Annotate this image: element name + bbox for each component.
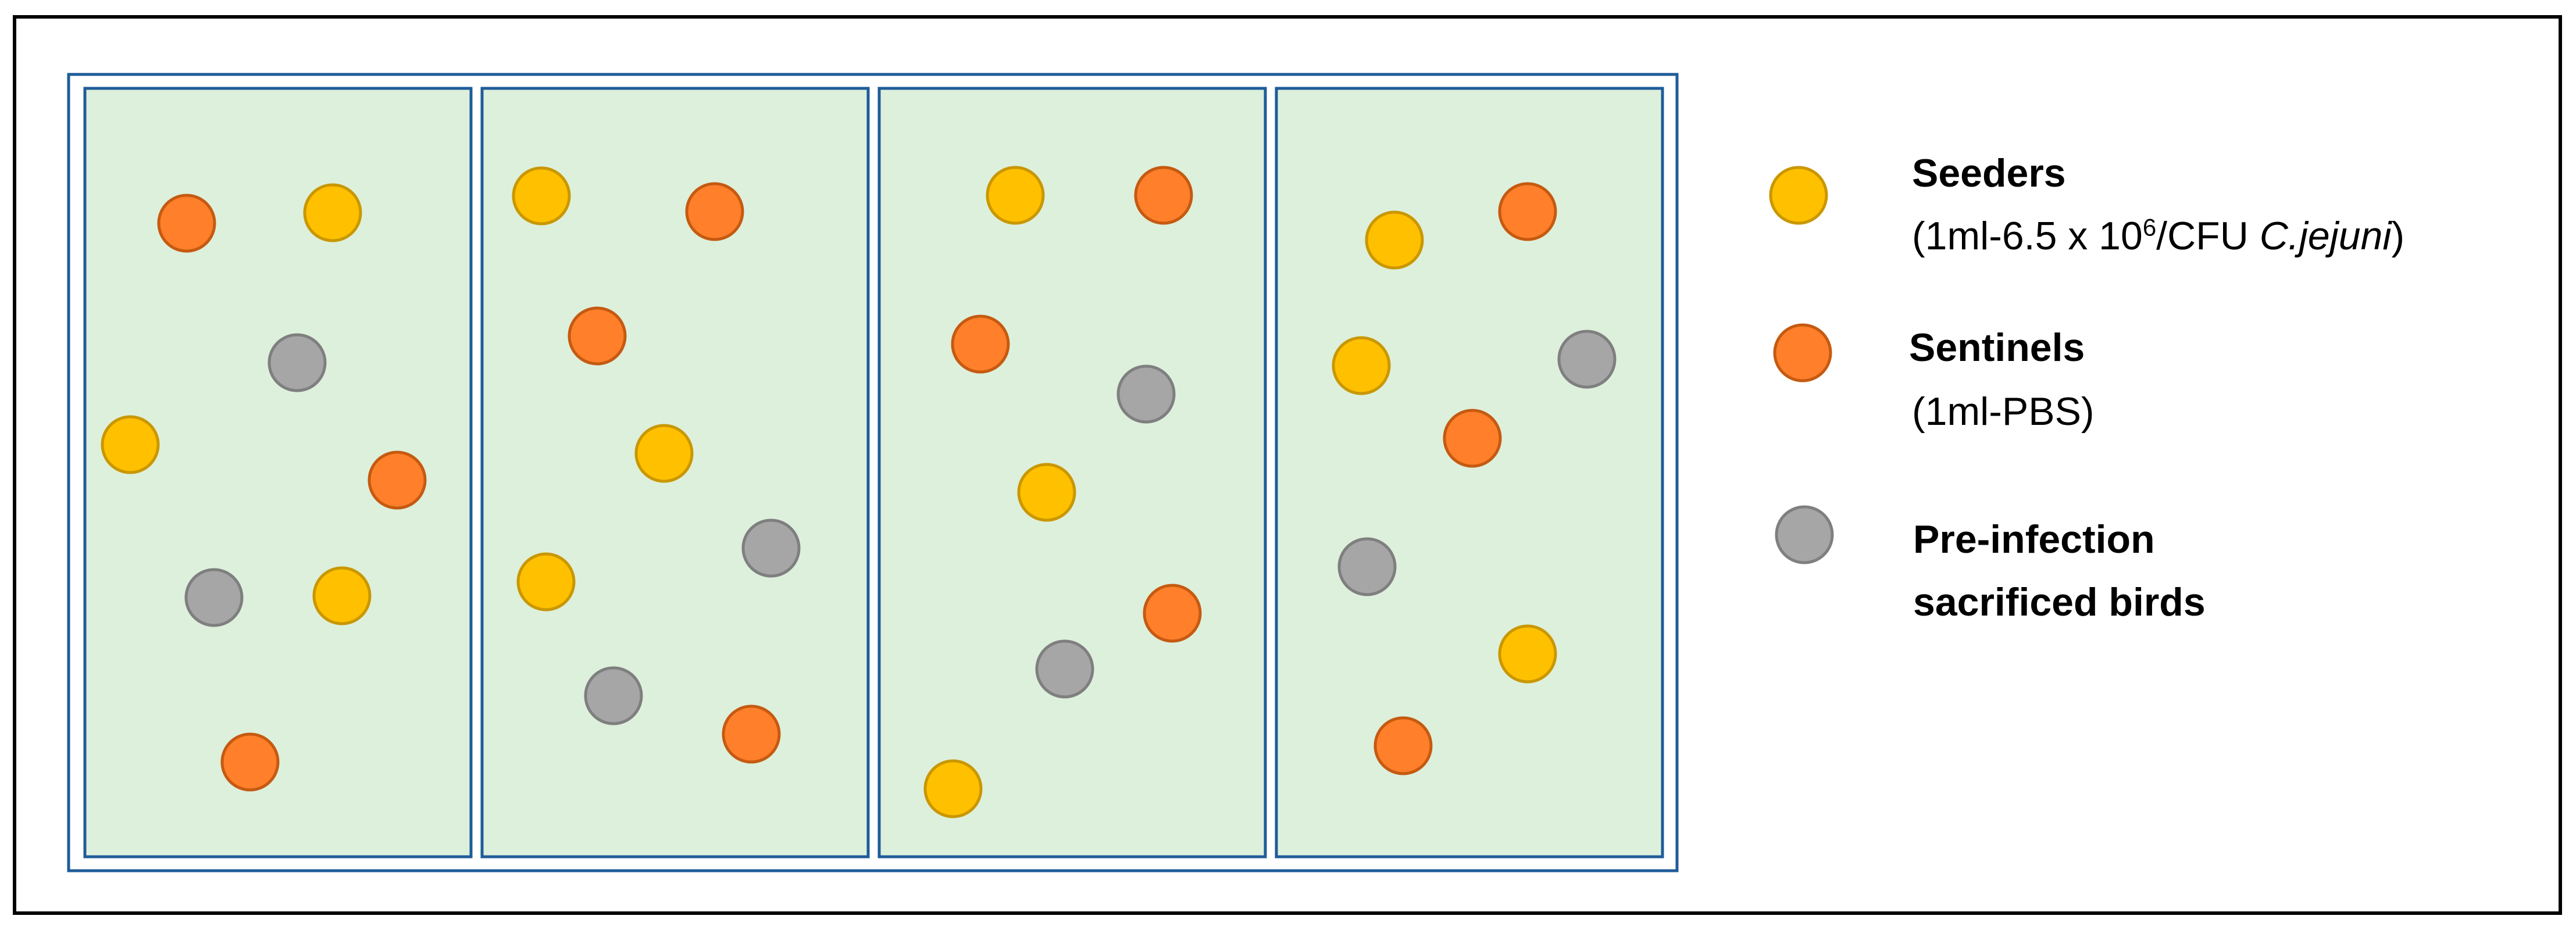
sentinel-bird bbox=[1443, 409, 1502, 468]
seeder-bird bbox=[1332, 336, 1391, 395]
sentinel-bird bbox=[722, 704, 781, 764]
pre-infection-bird bbox=[584, 666, 643, 725]
sentinel-bird bbox=[951, 314, 1010, 374]
pre-infection-bird bbox=[741, 518, 801, 578]
seeder-bird bbox=[1498, 624, 1557, 684]
seeder-bird bbox=[986, 166, 1045, 225]
sentinel-bird bbox=[368, 450, 427, 510]
sentinel-bird bbox=[1373, 716, 1433, 775]
pen-3 bbox=[877, 87, 1267, 859]
seeder-bird bbox=[516, 552, 576, 611]
seeder-bird bbox=[512, 166, 571, 226]
pre-infection-bird bbox=[1337, 537, 1397, 596]
pen-4 bbox=[1275, 87, 1664, 859]
legend-seeders-detail: (1ml-6.5 x 106/CFU C.jejuni) bbox=[1912, 213, 2405, 258]
sentinel-bird bbox=[220, 732, 280, 792]
sentinel-bird bbox=[1498, 182, 1557, 241]
legend-pre-infection-label-line2: sacrificed birds bbox=[1913, 580, 2206, 624]
legend-sentinels-label: Sentinels bbox=[1909, 326, 2085, 370]
legend-seeders-label: Seeders bbox=[1912, 151, 2066, 195]
seeder-legend-icon bbox=[1769, 166, 1828, 225]
pre-infection-bird bbox=[1035, 639, 1094, 699]
pre-infection-bird bbox=[1116, 364, 1176, 424]
legend-sentinels-detail: (1ml-PBS) bbox=[1912, 389, 2095, 434]
sentinel-bird bbox=[157, 194, 216, 253]
seeder-bird bbox=[303, 183, 362, 242]
pre-infection-legend-icon bbox=[1775, 505, 1834, 564]
seeder-bird bbox=[634, 424, 694, 483]
seeder-bird bbox=[101, 415, 160, 474]
sentinel-bird bbox=[1143, 584, 1202, 643]
seeder-bird bbox=[923, 759, 983, 818]
seeder-bird bbox=[1365, 210, 1424, 270]
pen-enclosure bbox=[67, 73, 1679, 872]
sentinel-legend-icon bbox=[1773, 323, 1832, 382]
pre-infection-bird bbox=[267, 333, 327, 392]
pre-infection-bird bbox=[184, 568, 244, 627]
sentinel-bird bbox=[1134, 166, 1193, 225]
seeder-bird bbox=[1017, 463, 1076, 522]
sentinel-bird bbox=[685, 182, 744, 241]
birds-layer bbox=[101, 166, 1617, 818]
pre-infection-bird bbox=[1557, 330, 1617, 389]
sentinel-bird bbox=[568, 306, 627, 366]
seeder-bird bbox=[312, 566, 372, 625]
legend-pre-infection-label-line1: Pre-infection bbox=[1913, 517, 2155, 561]
